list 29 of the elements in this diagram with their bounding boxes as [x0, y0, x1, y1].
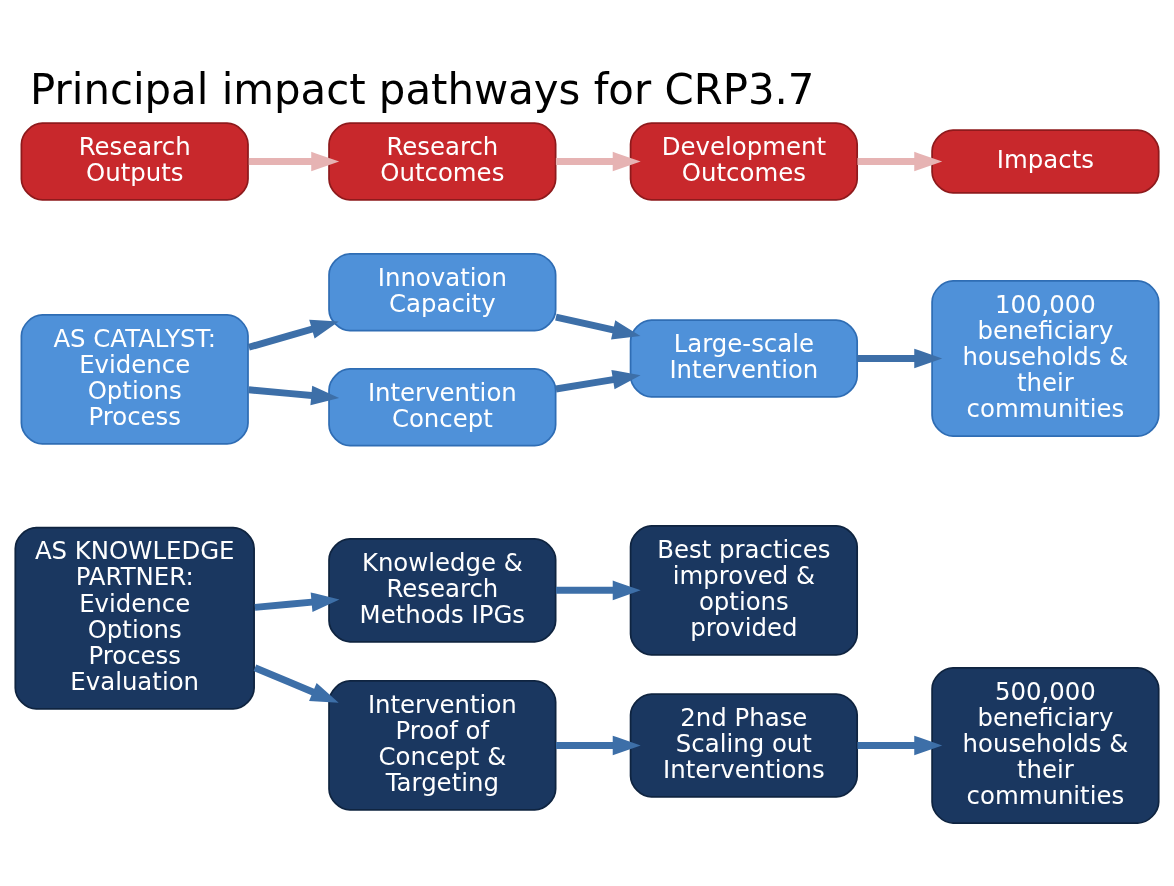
arrow	[857, 151, 943, 171]
arrow	[248, 385, 340, 405]
node-box: AS KNOWLEDGE PARTNER: Evidence Options Process Evaluation	[14, 526, 255, 710]
arrow	[555, 313, 641, 339]
arrow	[253, 664, 339, 703]
arrow	[555, 369, 641, 392]
node-box: Development Outcomes	[629, 121, 859, 201]
node-box: Innovation Capacity	[328, 252, 557, 331]
node-box: Intervention Concept	[328, 367, 557, 447]
diagram-title: Principal impact pathways for CRP3.7	[30, 64, 815, 114]
node-box: Best practices improved & options provided	[629, 524, 859, 656]
node-box: Research Outputs	[20, 121, 249, 201]
node-box: Impacts	[931, 128, 1160, 194]
arrow	[857, 348, 943, 368]
node-box: 100,000 beneficiary households & their communities	[931, 279, 1160, 437]
arrow	[248, 151, 340, 171]
node-box: AS CATALYST: Evidence Options Process	[20, 313, 249, 445]
node-box: Research Outcomes	[328, 121, 557, 201]
node-box: Intervention Proof of Concept & Targeting	[328, 679, 557, 811]
arrow	[555, 735, 641, 755]
arrow	[857, 735, 943, 755]
arrow	[555, 151, 641, 171]
arrow	[247, 319, 339, 351]
arrow	[254, 591, 340, 612]
arrow	[555, 580, 641, 600]
node-box: 2nd Phase Scaling out Interventions	[629, 692, 859, 798]
node-box: Knowledge & Research Methods IPGs	[328, 537, 557, 643]
node-box: Large-scale Intervention	[629, 318, 859, 398]
node-box: 500,000 beneficiary households & their communities	[931, 666, 1160, 824]
